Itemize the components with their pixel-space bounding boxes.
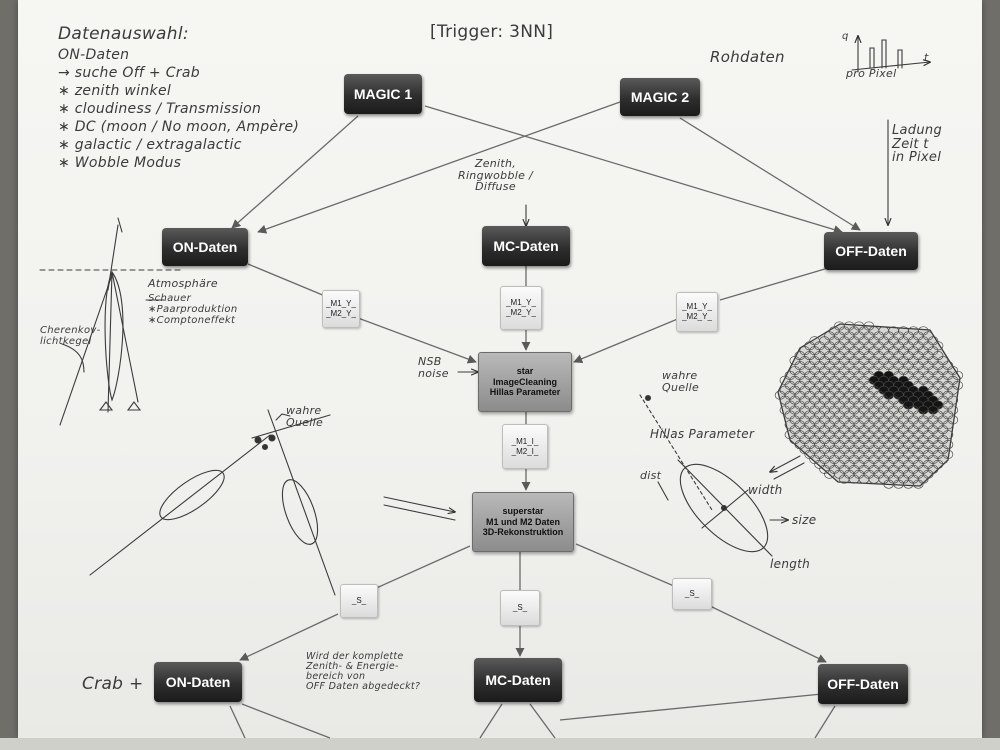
off-daten-node-2[interactable]: OFF-Daten bbox=[818, 664, 908, 704]
note-line: ∗Paarproduktion bbox=[148, 304, 238, 315]
note-line: ∗ DC (moon / No moon, Ampère) bbox=[58, 119, 300, 135]
wahre-quelle-left: wahre Quelle bbox=[286, 404, 324, 429]
nsb-note: NSB noise bbox=[418, 355, 449, 380]
note-line: ∗ zenith winkel bbox=[58, 83, 172, 99]
rohdaten-label: Rohdaten bbox=[710, 48, 785, 66]
edge-magic1-off bbox=[424, 105, 843, 234]
ladung-note: Ladung Zeit t in Pixel bbox=[892, 123, 942, 166]
note-line: ∗Comptoneffekt bbox=[148, 315, 236, 326]
sketch-t-label: t bbox=[924, 51, 929, 64]
trigger-note: [Trigger: 3NN] bbox=[430, 22, 554, 42]
tag-s-mid[interactable]: _S_ bbox=[500, 590, 540, 626]
edge-magic2-on bbox=[257, 101, 621, 234]
edge-on-tag bbox=[247, 263, 326, 297]
atmosphaere-note: Atmosphäre bbox=[148, 277, 218, 290]
sketch-pro-pixel: pro Pixel bbox=[846, 67, 897, 80]
tag-on[interactable]: _M1_Y_ _M2_Y_ bbox=[322, 290, 360, 328]
edge-superstar-sright bbox=[575, 543, 675, 587]
hillas-dist: dist bbox=[640, 469, 662, 482]
camera-pixel-hexagon bbox=[774, 321, 964, 489]
edge-superstar-sleft bbox=[371, 545, 471, 591]
mc-daten-node[interactable]: MC-Daten bbox=[482, 226, 570, 266]
sketch-axis-label: q bbox=[842, 31, 849, 42]
tag-star[interactable]: _M1_I_ _M2_I_ bbox=[502, 424, 548, 469]
hillas-width: width bbox=[748, 483, 783, 497]
edge-off-tag bbox=[719, 265, 836, 301]
note-line: ∗ galactic / extragalactic bbox=[58, 137, 242, 153]
tag-off[interactable]: _M1_Y_ _M2_Y_ bbox=[676, 292, 718, 332]
tag-s-left[interactable]: _S_ bbox=[340, 584, 378, 618]
bottom-question: Wird der komplette Zenith- & Energie- be… bbox=[306, 651, 421, 692]
note-line: ON-Daten bbox=[58, 47, 130, 63]
wahre-quelle-right: wahre Quelle bbox=[662, 369, 700, 394]
edge-sright-off2 bbox=[709, 605, 827, 663]
edge-magic2-off bbox=[679, 117, 861, 231]
hillas-length: length bbox=[770, 557, 811, 571]
edge-tagon-star bbox=[357, 317, 477, 364]
on-daten-node-2[interactable]: ON-Daten bbox=[154, 662, 242, 702]
note-line: ∗ Wobble Modus bbox=[58, 155, 182, 171]
note-line: ∗ cloudiness / Transmission bbox=[58, 101, 262, 117]
magic1-node[interactable]: MAGIC 1 bbox=[344, 74, 422, 114]
datenauswahl-title: Datenauswahl: bbox=[58, 24, 189, 44]
mc-note: Zenith, Ringwobble / Diffuse bbox=[458, 157, 533, 194]
note-line: Schauer bbox=[148, 293, 192, 304]
superstar-process-box[interactable]: superstar M1 und M2 Daten 3D-Rekonstrukt… bbox=[472, 492, 574, 552]
magic2-node[interactable]: MAGIC 2 bbox=[620, 78, 700, 116]
table-surface bbox=[0, 738, 1000, 750]
hillas-title: Hillas Parameter bbox=[650, 427, 755, 441]
edge-tagoff-star bbox=[573, 317, 681, 364]
edge-magic1-on bbox=[231, 115, 359, 229]
hillas-size: size bbox=[792, 513, 817, 527]
crab-plus-note: Crab + bbox=[82, 674, 144, 694]
cherenkov-note: Cherenkov- lichtkegel bbox=[40, 325, 101, 347]
on-daten-node[interactable]: ON-Daten bbox=[162, 228, 248, 266]
edge-sleft-on2 bbox=[239, 613, 339, 661]
tag-mc[interactable]: _M1_Y_ _M2_Y_ bbox=[500, 286, 542, 330]
star-process-box[interactable]: star ImageCleaning Hillas Parameter bbox=[478, 352, 572, 412]
tag-s-right[interactable]: _S_ bbox=[672, 578, 712, 610]
note-line: → suche Off + Crab bbox=[58, 65, 200, 81]
mc-daten-node-2[interactable]: MC-Daten bbox=[474, 658, 562, 702]
off-daten-node[interactable]: OFF-Daten bbox=[824, 232, 918, 270]
